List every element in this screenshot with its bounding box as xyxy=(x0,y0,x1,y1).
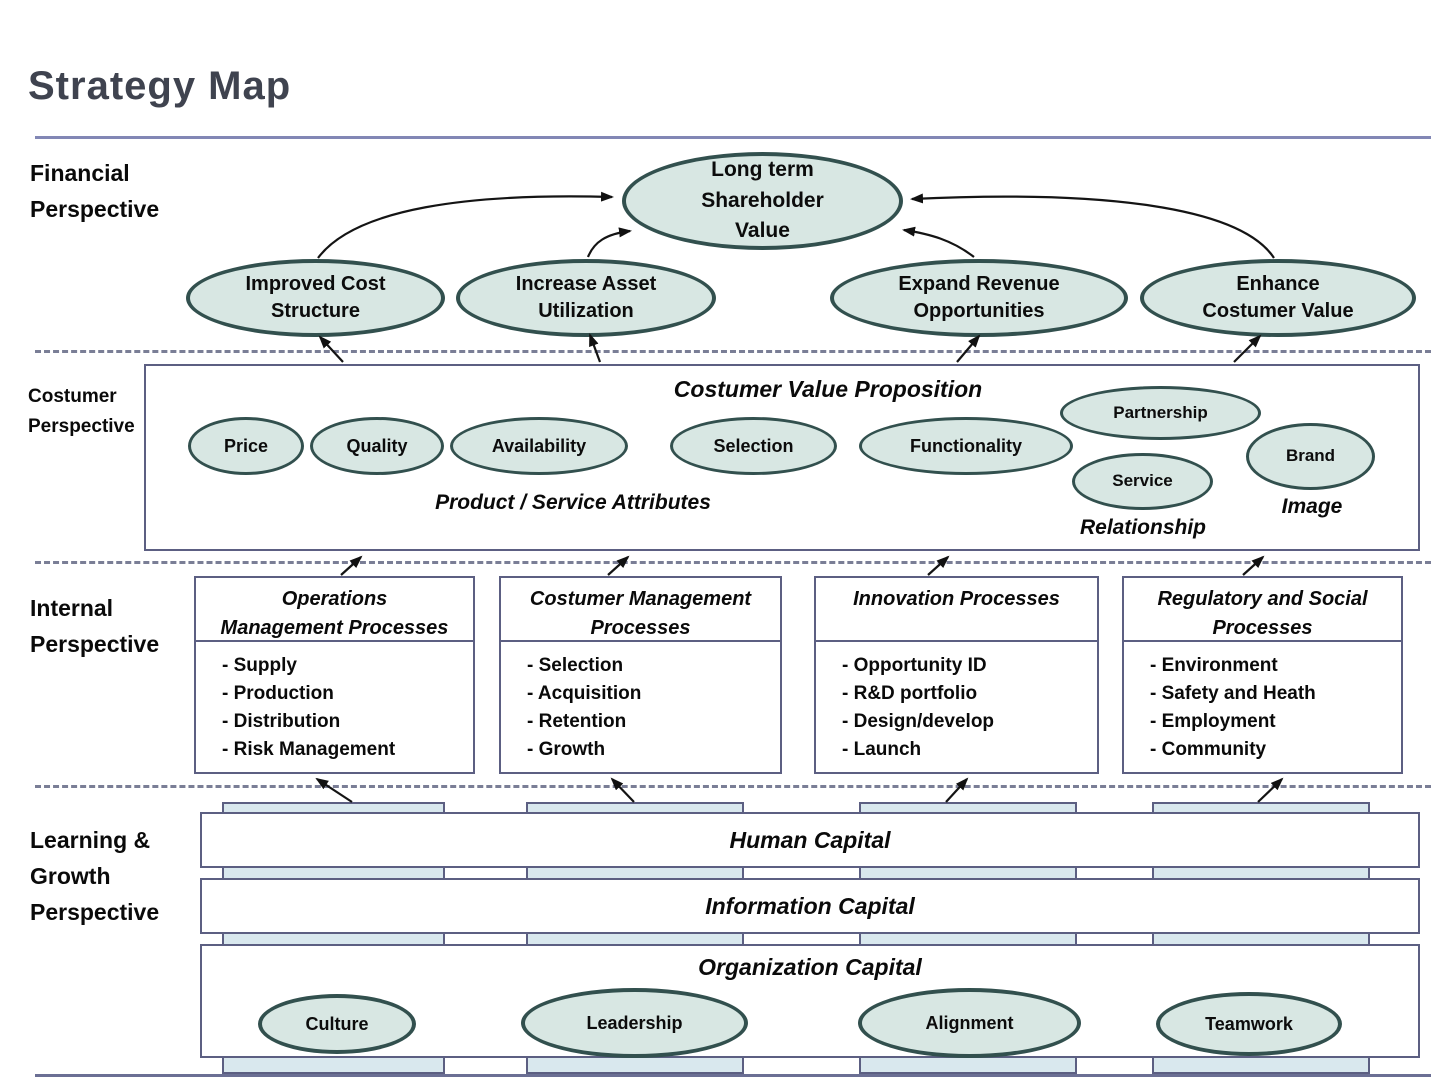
node-functionality: Functionality xyxy=(859,417,1073,475)
arrow-cvp-to-customer-value xyxy=(1233,334,1262,363)
arrow-capital-to-innovation xyxy=(945,777,969,803)
internal-perspective-label: Internal Perspective xyxy=(30,595,160,657)
arrow-cost-to-shareholder xyxy=(317,191,614,259)
arrow-regulatory-to-cvp xyxy=(1242,555,1265,576)
human-capital-title: Human Capital xyxy=(729,826,891,853)
node-price: Price xyxy=(188,417,304,475)
process-box-items: - Supply - Production - Distribution - R… xyxy=(196,642,473,764)
process-item: - Risk Management xyxy=(222,739,396,760)
process-box-regulatory-social: Regulatory and Social Processes - Enviro… xyxy=(1122,576,1403,774)
process-item: - Design/develop xyxy=(842,711,995,732)
node-teamwork: Teamwork xyxy=(1156,992,1342,1056)
process-item: - Growth xyxy=(527,739,606,760)
process-box-title: Innovation Processes xyxy=(816,578,1097,642)
node-leadership: Leadership xyxy=(521,988,748,1058)
arrow-capital-to-customer-mgmt xyxy=(610,777,635,803)
arrow-cvp-to-revenue xyxy=(956,334,981,363)
separator-financial-customer xyxy=(35,350,1431,353)
customer-value-proposition-title: Costumer Value Proposition xyxy=(673,376,983,402)
arrow-cvp-to-asset xyxy=(588,333,602,363)
node-enhance-costumer-value: Enhance Costumer Value xyxy=(1140,259,1416,337)
process-item: - Community xyxy=(1150,739,1267,760)
arrow-customer-value-to-shareholder xyxy=(910,193,1275,259)
process-box-operations-management: Operations Management Processes - Supply… xyxy=(194,576,475,774)
financial-perspective-label: Financial Perspective xyxy=(30,160,160,222)
process-item: - Safety and Heath xyxy=(1150,683,1316,704)
organization-capital-title: Organization Capital xyxy=(698,954,922,980)
process-box-items: - Opportunity ID - R&D portfolio - Desig… xyxy=(816,642,1097,764)
process-item: - Opportunity ID xyxy=(842,655,987,676)
process-item: - Environment xyxy=(1150,655,1278,676)
node-service: Service xyxy=(1072,453,1213,510)
node-improved-cost-structure: Improved Cost Structure xyxy=(186,259,445,337)
process-box-innovation: Innovation Processes - Opportunity ID - … xyxy=(814,576,1099,774)
arrow-asset-to-shareholder xyxy=(586,227,632,258)
process-box-title: Operations Management Processes xyxy=(196,578,473,642)
process-box-items: - Selection - Acquisition - Retention - … xyxy=(501,642,780,764)
title-underline xyxy=(35,136,1431,139)
arrow-capital-to-regulatory xyxy=(1257,777,1284,803)
learning-growth-perspective-label: Learning & Growth Perspective xyxy=(30,827,160,925)
node-quality: Quality xyxy=(310,417,444,475)
node-brand: Brand xyxy=(1246,423,1375,490)
human-capital-bar: Human Capital xyxy=(200,812,1420,868)
node-alignment: Alignment xyxy=(858,988,1081,1058)
separator-internal-learning xyxy=(35,785,1431,788)
information-capital-title: Information Capital xyxy=(705,892,915,919)
process-item: - Production xyxy=(222,683,334,704)
node-expand-revenue-opportunities: Expand Revenue Opportunities xyxy=(830,259,1128,337)
process-item: - Launch xyxy=(842,739,922,760)
node-partnership: Partnership xyxy=(1060,386,1261,440)
node-culture: Culture xyxy=(258,994,416,1054)
process-item: - Distribution xyxy=(222,711,341,732)
process-item: - Acquisition xyxy=(527,683,642,704)
process-item: - Selection xyxy=(527,655,624,676)
process-item: - Employment xyxy=(1150,711,1276,732)
process-item: - Supply xyxy=(222,655,297,676)
bottom-rule xyxy=(35,1074,1431,1077)
product-service-attributes-label: Product / Service Attributes xyxy=(435,491,711,514)
relationship-label: Relationship xyxy=(1079,516,1206,539)
process-box-customer-management: Costumer Management Processes - Selectio… xyxy=(499,576,782,774)
node-increase-asset-utilization: Increase Asset Utilization xyxy=(456,259,716,337)
customer-perspective-label: Costumer Perspective xyxy=(28,386,135,437)
arrow-operations-to-cvp xyxy=(340,555,363,576)
node-selection: Selection xyxy=(670,417,837,475)
arrow-customer-mgmt-to-cvp xyxy=(607,555,630,576)
arrow-revenue-to-shareholder xyxy=(902,226,975,258)
separator-customer-internal xyxy=(35,561,1431,564)
information-capital-bar: Information Capital xyxy=(200,878,1420,934)
process-item: - Retention xyxy=(527,711,627,732)
node-long-term-shareholder-value: Long term Shareholder Value xyxy=(622,152,903,250)
process-box-title: Regulatory and Social Processes xyxy=(1124,578,1401,642)
arrow-innovation-to-cvp xyxy=(927,555,950,576)
process-item: - R&D portfolio xyxy=(842,683,978,704)
process-box-title: Costumer Management Processes xyxy=(501,578,780,642)
process-box-items: - Environment - Safety and Heath - Emplo… xyxy=(1124,642,1401,764)
image-label: Image xyxy=(1281,495,1343,518)
arrow-capital-to-operations xyxy=(315,777,353,803)
page-title: Strategy Map xyxy=(28,64,292,108)
node-availability: Availability xyxy=(450,417,628,475)
